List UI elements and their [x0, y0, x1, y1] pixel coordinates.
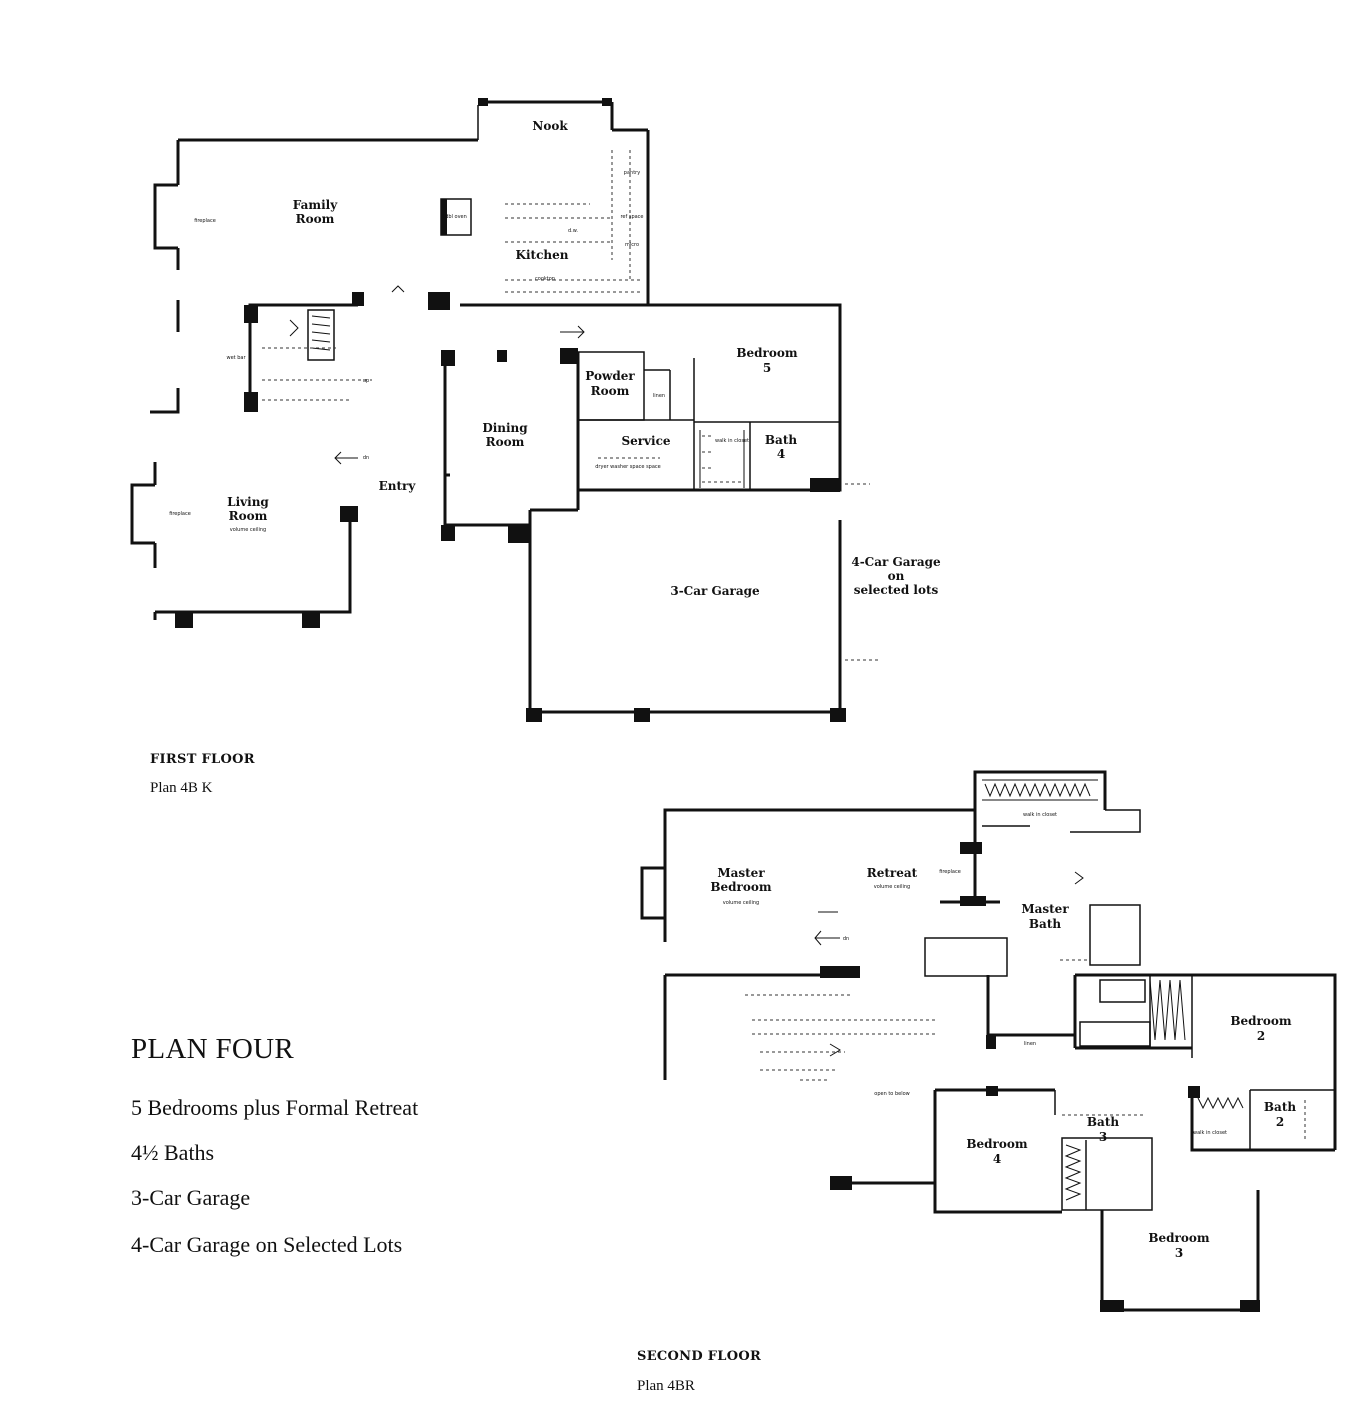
wet-bar-note: wet bar	[226, 355, 246, 361]
pantry-note: pantry	[624, 170, 640, 176]
bedroom-5-label-line2: 5	[763, 361, 771, 375]
retreat-label: Retreat	[867, 866, 918, 880]
bedroom-4-label-line2: 4	[993, 1152, 1001, 1166]
second-floor-title: SECOND FLOOR	[637, 1349, 762, 1364]
dw-note: d.w.	[568, 228, 578, 234]
bedroom-2-label-line1: Bedroom	[1230, 1014, 1291, 1028]
walk-in-closet-note: walk in closet	[715, 438, 749, 444]
feature-bedrooms: 5 Bedrooms plus Formal Retreat	[131, 1095, 419, 1120]
bedroom-3-label-line2: 3	[1175, 1246, 1183, 1260]
bath-2-label-line1: Bath	[1264, 1100, 1296, 1114]
cooktop-note: cooktop	[535, 276, 555, 282]
living-room-label-line2: Room	[229, 509, 268, 523]
nook-label: Nook	[532, 119, 568, 133]
bedroom-5-label-line1: Bedroom	[736, 346, 797, 360]
family-fireplace-note: fireplace	[194, 218, 216, 224]
living-room-label-line1: Living	[227, 495, 269, 509]
bath-3-label-line1: Bath	[1087, 1115, 1119, 1129]
living-volume-ceiling-note: volume ceiling	[230, 527, 266, 533]
master-bath-label-line2: Bath	[1029, 917, 1061, 931]
first-floor-plan-code: Plan 4B K	[150, 780, 213, 796]
second-floor-plan	[640, 770, 1337, 1312]
bath-2-walk-in-closet-note: walk in closet	[1193, 1130, 1227, 1136]
master-bath-label-line1: Master	[1021, 902, 1069, 916]
bath-3-label-line2: 3	[1099, 1130, 1107, 1144]
service-label: Service	[621, 434, 670, 448]
open-to-below-note: open to below	[874, 1091, 909, 1097]
oven-note: dbl oven	[445, 214, 467, 220]
bath-4-label-line1: Bath	[765, 433, 797, 447]
feature-garage: 3-Car Garage	[131, 1185, 251, 1210]
garage-note-line2: on	[888, 569, 905, 583]
garage-label: 3-Car Garage	[670, 584, 760, 598]
dining-room-label-line2: Room	[486, 435, 525, 449]
bath-2-label-line2: 2	[1276, 1115, 1284, 1129]
garage-note-line3: selected lots	[854, 583, 939, 597]
micro-note: micro	[625, 242, 639, 248]
family-room-label-line2: Room	[296, 212, 335, 226]
first-floor-title: FIRST FLOOR	[150, 752, 255, 767]
dryer-washer-note: dryer washer space space	[595, 464, 660, 470]
entry-dn-note: dn	[363, 455, 369, 461]
retreat-volume-ceiling-note: volume ceiling	[874, 884, 910, 890]
powder-room-label-line2: Room	[591, 384, 630, 398]
master-walk-in-closet-note: walk in closet	[1023, 812, 1057, 818]
bedroom-3-label-line1: Bedroom	[1148, 1231, 1209, 1245]
stairs-up-note: up	[363, 378, 369, 384]
linen-note-upstairs: linen	[1024, 1041, 1036, 1047]
second-floor-plan-code: Plan 4BR	[637, 1378, 695, 1394]
dining-room-label-line1: Dining	[482, 421, 528, 435]
living-fireplace-note: fireplace	[169, 511, 191, 517]
master-volume-ceiling-note: volume ceiling	[723, 900, 759, 906]
ref-space-note: ref space	[620, 214, 643, 220]
kitchen-label: Kitchen	[516, 248, 569, 262]
bath-4-label-line2: 4	[777, 447, 785, 461]
entry-label: Entry	[379, 479, 417, 493]
garage-note-line1: 4-Car Garage	[851, 555, 941, 569]
feature-garage-option: 4-Car Garage on Selected Lots	[131, 1232, 403, 1257]
plan-name-heading: PLAN FOUR	[131, 1033, 295, 1065]
master-bedroom-label-line1: Master	[717, 866, 765, 880]
bedroom-4-label-line1: Bedroom	[966, 1137, 1027, 1151]
bedroom-2-label-line2: 2	[1257, 1029, 1265, 1043]
family-room-label-line1: Family	[293, 198, 338, 212]
first-floor-plan	[130, 98, 880, 722]
retreat-fireplace-note: fireplace	[939, 869, 961, 875]
powder-room-label-line1: Powder	[585, 369, 635, 383]
feature-baths: 4½ Baths	[131, 1140, 215, 1165]
linen-note: linen	[653, 393, 665, 399]
upstairs-dn-note: dn	[843, 936, 849, 942]
second-floor-labels: Master Bedroom Retreat Master Bath Bedro…	[710, 812, 1296, 1260]
first-floor-labels: Nook Family Room Kitchen Bedroom 5 Powde…	[169, 119, 941, 598]
master-bedroom-label-line2: Bedroom	[710, 880, 771, 894]
